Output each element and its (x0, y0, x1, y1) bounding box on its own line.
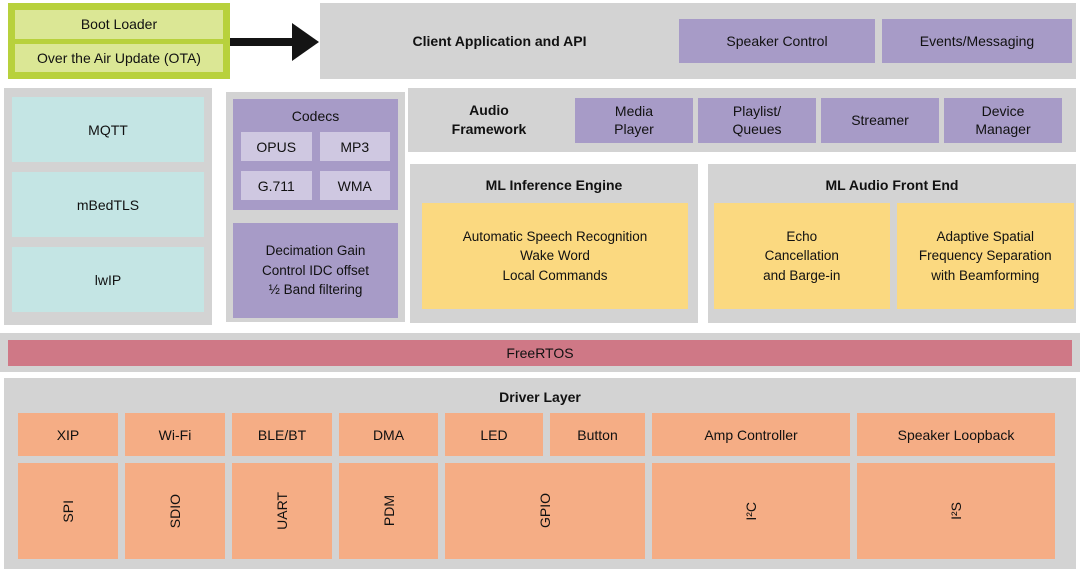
block-ml-inference-engine: ML Inference Engine Automatic Speech Rec… (410, 164, 698, 323)
driver-layer-title: Driver Layer (499, 389, 581, 405)
block-mqtt: MQTT (12, 97, 204, 162)
block-ml-audio-front-end: ML Audio Front End Echo Cancellation and… (708, 164, 1076, 323)
block-codec-opus: OPUS (241, 132, 312, 161)
block-i2c: I²C (652, 463, 850, 559)
connectivity-stack: MQTT mBedTLS lwIP (4, 88, 212, 325)
block-ble-bt: BLE/BT (232, 413, 332, 456)
block-mbedtls: mBedTLS (12, 172, 204, 237)
spi-label: SPI (60, 499, 76, 523)
block-amp-controller: Amp Controller (652, 413, 850, 456)
block-lwip: lwIP (12, 247, 204, 312)
block-decimation-gain: Decimation Gain Control IDC offset ½ Ban… (233, 223, 398, 318)
block-codec-mp3: MP3 (319, 132, 390, 161)
block-dma: DMA (339, 413, 438, 456)
block-codec-g711: G.711 (241, 171, 312, 200)
codec-grid: OPUS MP3 G.711 WMA (241, 132, 390, 200)
ml-afe-title: ML Audio Front End (825, 177, 959, 193)
block-speaker-control: Speaker Control (679, 19, 875, 63)
block-boot-loader: Boot Loader (15, 10, 223, 39)
client-application-title: Client Application and API (412, 33, 587, 49)
block-streamer: Streamer (821, 97, 939, 143)
codec-stack: Codecs OPUS MP3 G.711 WMA Decimation Gai… (226, 92, 405, 322)
audio-framework-strip: Audio Framework Media Player Playlist/ Q… (408, 88, 1076, 152)
block-ota-update: Over the Air Update (OTA) (15, 43, 223, 72)
block-driver-layer: Driver Layer XIP Wi-Fi BLE/BT DMA LED Bu… (4, 378, 1076, 569)
gpio-label: GPIO (537, 493, 553, 529)
ml-afe-blocks: Echo Cancellation and Barge-in Adaptive … (714, 203, 1074, 309)
block-playlist-queues: Playlist/ Queues (698, 97, 816, 143)
block-uart: UART (232, 463, 332, 559)
i2c-label: I²C (743, 501, 759, 521)
flow-arrow-head (292, 23, 319, 61)
block-device-manager: Device Manager (944, 97, 1062, 143)
block-speech-recognition: Automatic Speech Recognition Wake Word L… (422, 203, 688, 309)
block-events-messaging: Events/Messaging (882, 19, 1072, 63)
block-codecs: Codecs OPUS MP3 G.711 WMA (233, 99, 398, 210)
block-speaker-loopback: Speaker Loopback (857, 413, 1055, 456)
block-codec-wma: WMA (319, 171, 390, 200)
codecs-title: Codecs (291, 108, 340, 124)
block-client-application: Client Application and API Speaker Contr… (320, 3, 1076, 79)
block-media-player: Media Player (575, 97, 693, 143)
driver-grid: XIP Wi-Fi BLE/BT DMA LED Button Amp Cont… (18, 413, 1060, 559)
boot-group: Boot Loader Over the Air Update (OTA) (8, 3, 230, 79)
block-xip: XIP (18, 413, 118, 456)
block-button: Button (550, 413, 645, 456)
ml-inference-title: ML Inference Engine (485, 177, 623, 193)
block-echo-cancellation: Echo Cancellation and Barge-in (714, 203, 890, 309)
rtos-strip: FreeRTOS (0, 333, 1080, 372)
block-freertos: FreeRTOS (8, 340, 1072, 366)
block-pdm: PDM (339, 463, 438, 559)
block-adaptive-spatial: Adaptive Spatial Frequency Separation wi… (896, 203, 1074, 309)
block-gpio: GPIO (445, 463, 645, 559)
block-led: LED (445, 413, 543, 456)
pdm-label: PDM (380, 495, 397, 527)
sdio-label: SDIO (167, 493, 183, 529)
block-wifi: Wi-Fi (125, 413, 225, 456)
block-i2s: I²S (857, 463, 1055, 559)
uart-label: UART (274, 492, 290, 530)
block-sdio: SDIO (125, 463, 225, 559)
flow-arrow-shaft (230, 38, 294, 46)
i2s-label: I²S (948, 502, 964, 520)
audio-framework-title: Audio Framework (451, 102, 527, 137)
block-spi: SPI (18, 463, 118, 559)
